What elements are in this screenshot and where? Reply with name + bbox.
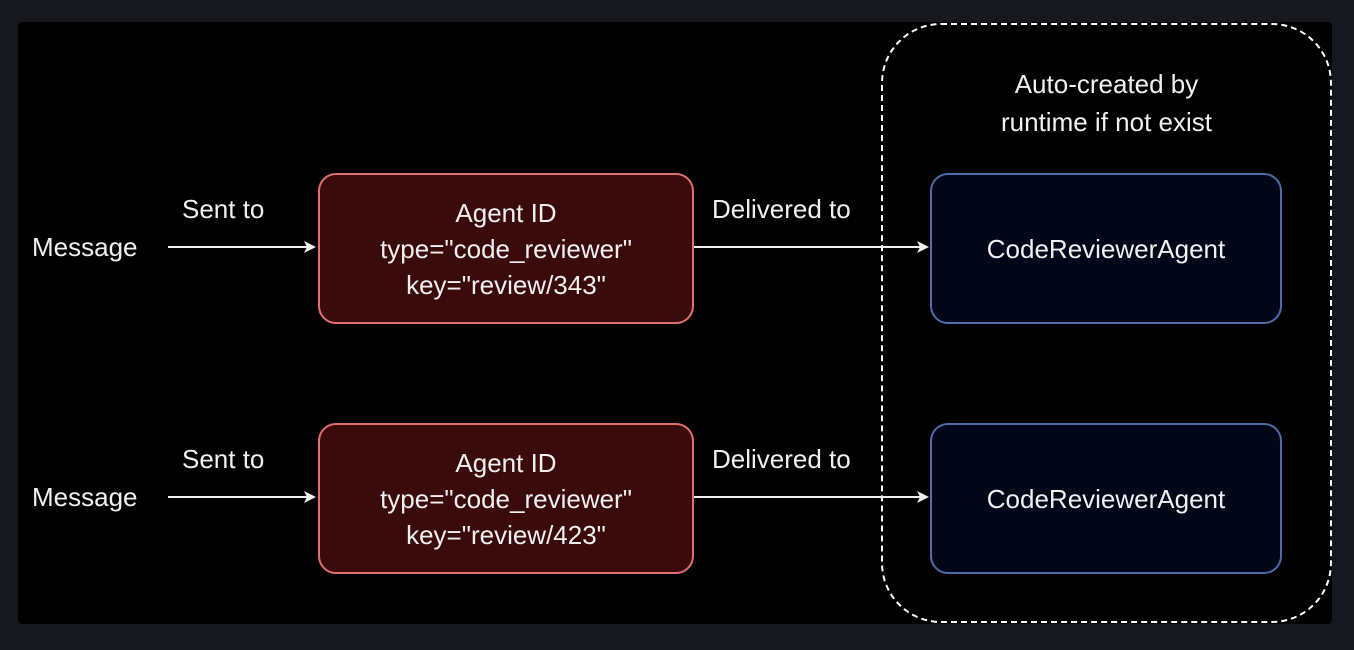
row2-delivered-label: Delivered to <box>712 444 851 474</box>
row2-agent-id-box: Agent ID type="code_reviewer" key="revie… <box>318 423 694 574</box>
row1-agent-id-box: Agent ID type="code_reviewer" key="revie… <box>318 173 694 324</box>
row1-agent-id-key: key="review/343" <box>406 269 606 300</box>
row2-agent-label: CodeReviewerAgent <box>986 483 1226 514</box>
row2-agent-id-title: Agent ID <box>455 447 557 478</box>
row2-agent-box: CodeReviewerAgent <box>930 423 1282 574</box>
row2-agent-id-key: key="review/423" <box>406 519 606 550</box>
row1-sent-label: Sent to <box>182 194 265 224</box>
row1-agent-id-type: type="code_reviewer" <box>380 233 632 264</box>
row2-message-label: Message <box>32 482 138 512</box>
group-label-line2: runtime if not exist <box>1001 107 1212 137</box>
row2-sent-label: Sent to <box>182 444 265 474</box>
group-label-line1: Auto-created by <box>1014 69 1199 99</box>
row1-delivered-label: Delivered to <box>712 194 851 224</box>
row1-agent-box: CodeReviewerAgent <box>930 173 1282 324</box>
row1-agent-label: CodeReviewerAgent <box>986 233 1226 264</box>
auto-created-group <box>881 23 1332 623</box>
row2-agent-id-type: type="code_reviewer" <box>380 483 632 514</box>
row1-agent-id-title: Agent ID <box>455 197 557 228</box>
row1-message-label: Message <box>32 232 138 262</box>
